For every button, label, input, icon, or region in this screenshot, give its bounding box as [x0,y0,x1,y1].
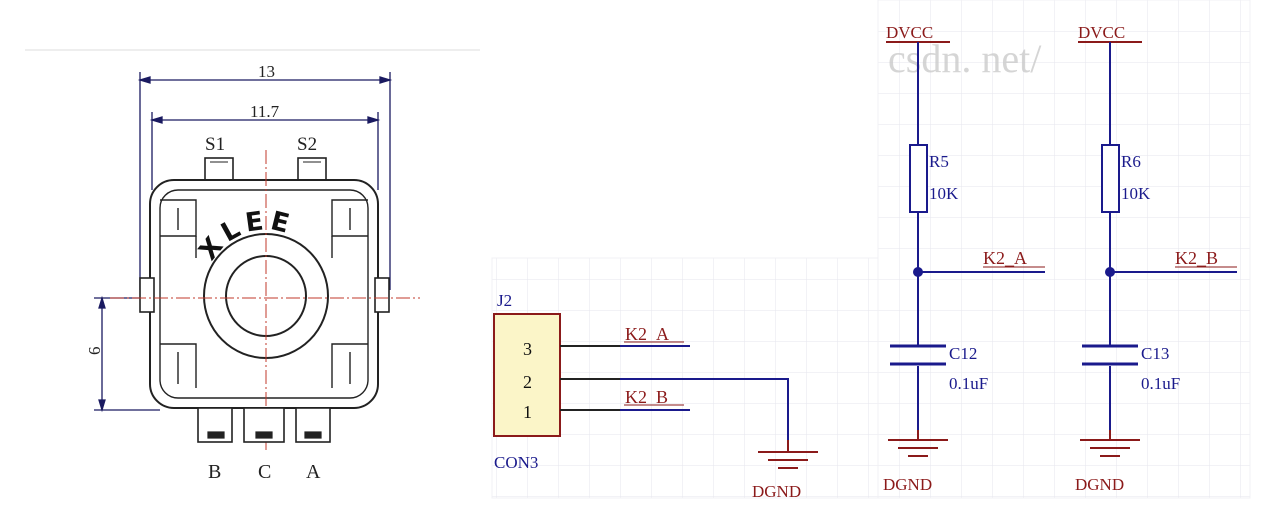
resistor-r5-value: 10K [929,184,959,203]
pin-a-label: A [306,461,321,483]
filter-schematic: csdn. net/ DVCC R5 10K K2_A C12 0.1uF [877,0,1251,499]
center-lines [110,150,420,450]
dimension-11-7-label: 11.7 [250,102,280,121]
channel-a-ground-label: DGND [883,475,932,494]
ground-symbol [758,440,818,469]
connector-pin3-number: 3 [523,339,532,359]
watermark: csdn. net/ [888,36,1042,81]
channel-a-ground-symbol [888,430,948,457]
dimension-13-label: 13 [258,62,275,81]
connector-part: CON3 [494,453,538,472]
junction-a [913,267,923,277]
net-label-k2-a: K2_A [625,324,669,344]
resistor-r6-ref: R6 [1121,152,1141,171]
junction-b [1105,267,1115,277]
capacitor-c13-ref: C13 [1141,344,1169,363]
resistor-r5 [909,144,928,213]
side-tab-right [374,277,390,313]
capacitor-c12-value: 0.1uF [949,374,988,393]
channel-a-supply: DVCC [886,23,933,42]
connector-schematic: J2 3 2 1 CON3 K2_A K2_B DGND [491,257,879,501]
capacitor-c13-value: 0.1uF [1141,374,1180,393]
capacitor-c12-ref: C12 [949,344,977,363]
channel-a-circuit: DVCC R5 10K K2_A C12 0.1uF [883,23,1045,494]
connector-wires [620,345,789,440]
resistor-r6 [1101,144,1120,213]
connector-pin2-number: 2 [523,372,532,392]
channel-b-net-label: K2_B [1175,248,1218,268]
encoder-mechanical-drawing: 13 11.7 6 S1 S2 [25,49,480,483]
connector-body [493,313,561,437]
pin-b-label: B [208,461,221,483]
ground-label: DGND [752,482,801,501]
channel-b-ground-label: DGND [1075,475,1124,494]
channel-b-ground-symbol [1080,430,1140,457]
pin-s1-label: S1 [205,134,225,155]
channel-b-supply: DVCC [1078,23,1125,42]
dimension-11-7 [149,112,381,190]
side-tab-left [139,277,155,313]
pin-c-label: C [258,461,271,483]
channel-b-circuit: DVCC R6 10K K2_B C13 0.1uF [1075,23,1237,494]
dimension-13 [137,72,393,290]
channel-a-net-label: K2_A [983,248,1027,268]
resistor-r6-value: 10K [1121,184,1151,203]
connector-pin1-number: 1 [523,402,532,422]
net-label-k2-b: K2_B [625,387,668,407]
connector-ref: J2 [497,291,512,310]
capacitor-c12 [890,344,946,366]
capacitor-c13 [1082,344,1138,366]
resistor-r5-ref: R5 [929,152,949,171]
dimension-6-label: 6 [85,347,104,356]
pin-s2-label: S2 [297,134,317,155]
